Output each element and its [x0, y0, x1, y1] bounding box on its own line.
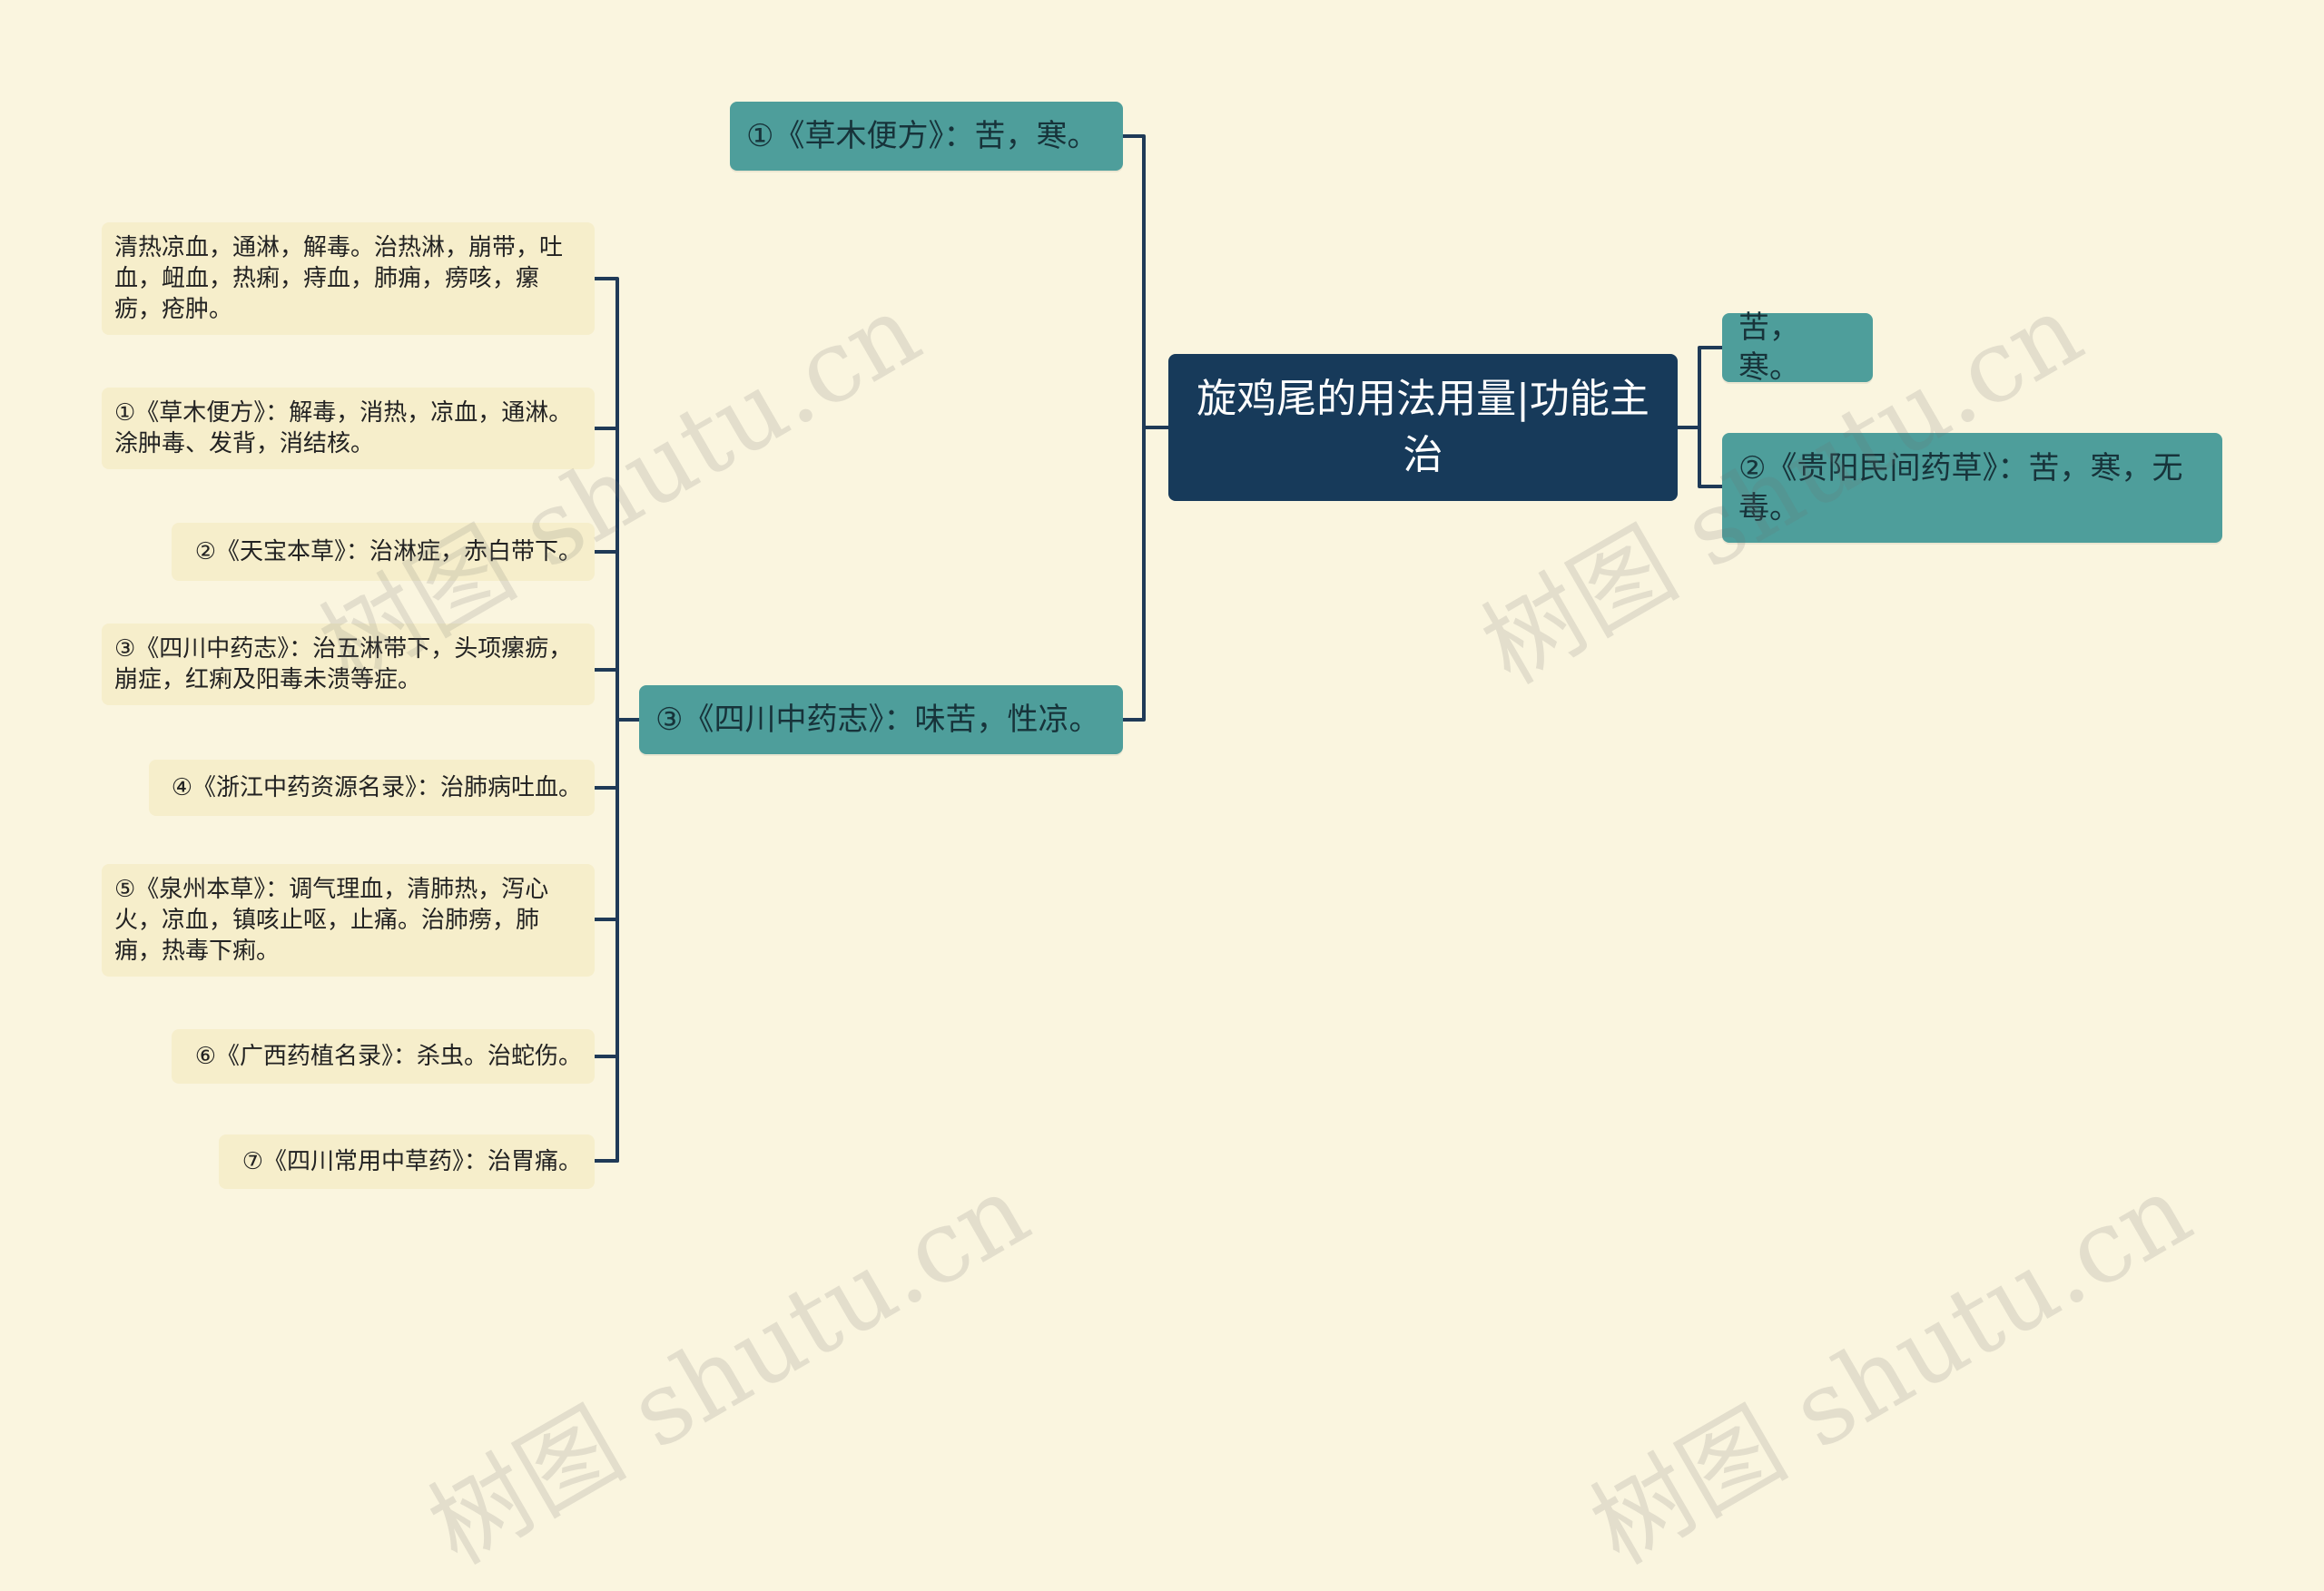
branch-ku-han[interactable]: 苦，寒。 — [1722, 309, 1873, 386]
leaf-zhejiang-mingdlu-text: ④《浙江中药资源名录》：治肺病吐血。 — [171, 774, 582, 801]
leaf-sichuan-zhongyaozhi-text: ③《四川中药志》：治五淋带下，头项瘰疬，崩症，红痢及阳毒未溃等症。 — [114, 635, 573, 693]
connector-lines — [593, 134, 1724, 1163]
leaf-tianbao-bencao[interactable]: ②《天宝本草》：治淋症，赤白带下。 — [172, 523, 595, 581]
mind-map-canvas: 旋鸡尾的用法用量|功能主治 ①《草木便方》：苦，寒。 ③《四川中药志》：味苦，性… — [102, 102, 2222, 1586]
leaf-caomu-bianfang[interactable]: ①《草木便方》：解毒，消热，凉血，通淋。涂肿毒、发背，消结核。 — [102, 388, 595, 469]
branch-caomu-bianfang[interactable]: ①《草木便方》：苦，寒。 — [730, 102, 1123, 171]
root-title: 旋鸡尾的用法用量|功能主治 — [1196, 376, 1649, 478]
branch-guiyang-minjian-yaocao[interactable]: ②《贵阳民间药草》：苦，寒，无毒。 — [1722, 433, 2222, 543]
leaf-quanzhou-bencao-text: ⑤《泉州本草》：调气理血，清肺热，泻心火，凉血，镇咳止呕，止痛。治肺痨，肺痈，热… — [114, 876, 549, 965]
leaf-qingre-liangxue[interactable]: 清热凉血，通淋，解毒。治热淋，崩带，吐血，衄血，热痢，痔血，肺痈，痨咳，瘰疬，疮… — [102, 222, 595, 335]
branch-sichuan-zhongyaozhi[interactable]: ③《四川中药志》：味苦，性凉。 — [639, 685, 1123, 754]
root-node[interactable]: 旋鸡尾的用法用量|功能主治 — [1168, 354, 1678, 501]
leaf-tianbao-bencao-text: ②《天宝本草》：治淋症，赤白带下。 — [194, 538, 582, 565]
leaf-zhejiang-mingdlu[interactable]: ④《浙江中药资源名录》：治肺病吐血。 — [149, 760, 595, 816]
branch-guiyang-minjian-yaocao-label: ②《贵阳民间药草》：苦，寒，无毒。 — [1738, 449, 2183, 526]
branch-sichuan-zhongyaozhi-label: ③《四川中药志》：味苦，性凉。 — [655, 702, 1100, 738]
leaf-sichuan-changyong-text: ⑦《四川常用中草药》：治胃痛。 — [241, 1148, 582, 1175]
leaf-guangxi-yaozhi-text: ⑥《广西药植名录》：杀虫。治蛇伤。 — [194, 1043, 582, 1070]
leaf-qingre-liangxue-text: 清热凉血，通淋，解毒。治热淋，崩带，吐血，衄血，热痢，痔血，肺痈，痨咳，瘰疬，疮… — [114, 234, 564, 323]
connector-branch-leaves — [593, 277, 641, 1163]
leaf-guangxi-yaozhi[interactable]: ⑥《广西药植名录》：杀虫。治蛇伤。 — [172, 1029, 595, 1084]
branch-caomu-bianfang-label: ①《草木便方》：苦，寒。 — [746, 118, 1098, 154]
branch-ku-han-label: 苦，寒。 — [1738, 309, 1800, 386]
leaf-caomu-bianfang-text: ①《草木便方》：解毒，消热，凉血，通淋。涂肿毒、发背，消结核。 — [114, 399, 573, 457]
connector-root-right — [1676, 346, 1724, 488]
leaf-quanzhou-bencao[interactable]: ⑤《泉州本草》：调气理血，清肺热，泻心火，凉血，镇咳止呕，止痛。治肺痨，肺痈，热… — [102, 864, 595, 977]
connector-root-left — [1121, 134, 1170, 722]
leaf-sichuan-changyong[interactable]: ⑦《四川常用中草药》：治胃痛。 — [219, 1134, 595, 1189]
leaf-sichuan-zhongyaozhi[interactable]: ③《四川中药志》：治五淋带下，头项瘰疬，崩症，红痢及阳毒未溃等症。 — [102, 624, 595, 705]
